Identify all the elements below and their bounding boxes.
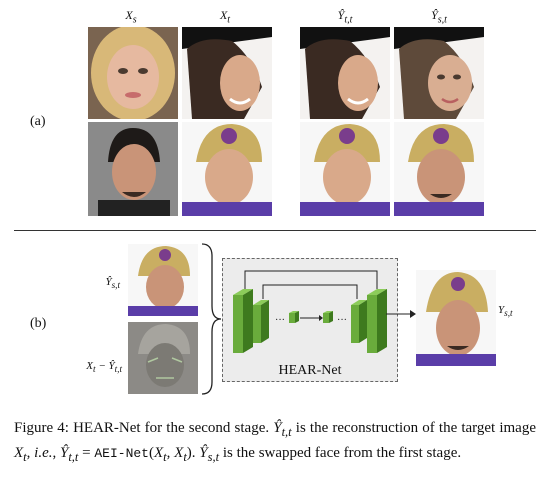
unet-diagram: ··· ··· [233,270,387,353]
panel-a-label: (a) [30,114,46,129]
input-label-swapped: Ŷs,t [105,276,120,291]
section-divider [14,230,536,231]
photo-target-brunette [182,27,272,119]
photo-swap-blonde [394,27,484,119]
panel-b-label: (b) [30,316,47,331]
photo-source-blonde [88,27,178,119]
photo-swap-turban [394,122,484,216]
photo-source-man [88,122,178,216]
dots-right: ··· [337,315,347,326]
hear-net-box: ··· ··· HEAR-Net [222,258,398,382]
col-header-xs: Xs [125,8,137,26]
output-final-face [416,270,496,366]
photo-recon-brunette [300,27,390,119]
col-header-xt: Xt [219,8,231,26]
output-label: Ys,t [498,304,513,319]
col-header-yst: Ŷs,t [431,8,447,26]
col-header-ytt: Ŷt,t [337,8,353,26]
input-label-residual: Xt − Ŷt,t [86,360,122,375]
photo-target-turban [182,122,272,216]
dots-left: ··· [275,315,285,326]
hear-net-title: HEAR-Net [278,363,342,378]
output-arrow-icon [386,310,416,318]
input-residual-image [128,322,198,394]
brace-icon [201,243,222,395]
input-swapped-face [128,244,198,316]
photo-recon-turban [300,122,390,216]
figure-caption: Figure 4: HEAR-Net for the second stage.… [14,420,537,464]
